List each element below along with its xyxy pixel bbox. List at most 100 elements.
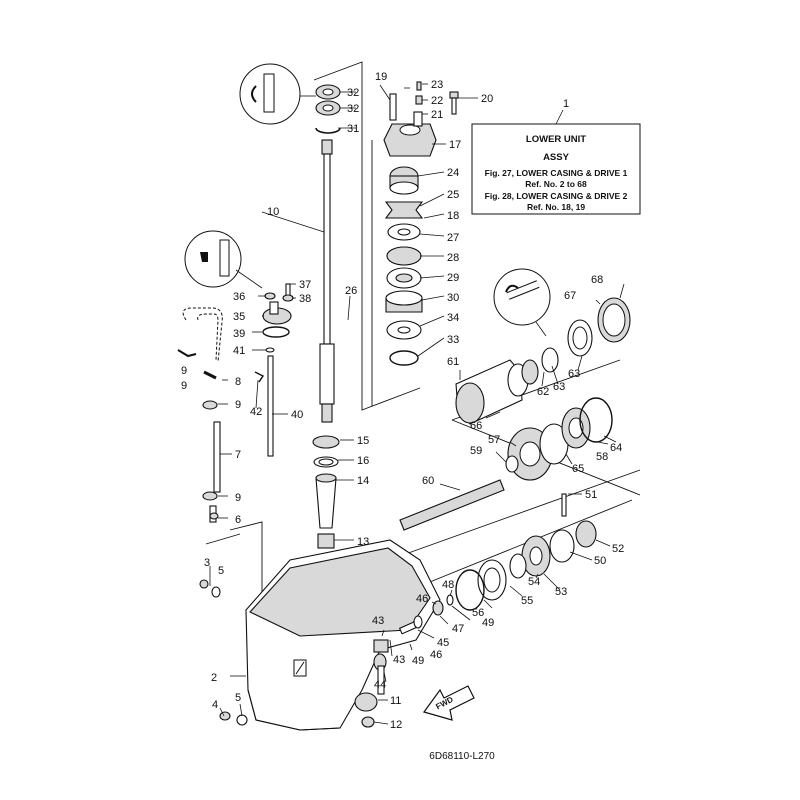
callout-4: 4 (212, 699, 218, 711)
legend-line3: Fig. 28, LOWER CASING & DRIVE 2 (485, 191, 628, 201)
callout-11: 11 (390, 695, 401, 707)
callout-6: 6 (235, 514, 241, 526)
callout-43-a: 43 (372, 615, 384, 627)
callout-52: 52 (612, 543, 624, 555)
callout-49-b: 49 (412, 655, 424, 667)
legend-box: LOWER UNIT ASSY Fig. 27, LOWER CASING & … (471, 109, 641, 215)
callout-63-b: 63 (568, 368, 580, 380)
callout-33: 33 (447, 334, 459, 346)
pinion-parts (199, 512, 454, 728)
callout-18: 18 (447, 210, 459, 222)
callout-56: 56 (472, 607, 484, 619)
callout-67: 67 (564, 290, 576, 302)
detail-circle-right (493, 268, 551, 337)
legend-line4: Ref. No. 18, 19 (527, 202, 585, 212)
callout-46-b: 46 (430, 649, 442, 661)
callout-19: 19 (375, 71, 387, 83)
propeller-shaft-group (399, 297, 631, 611)
callout-62: 62 (537, 386, 549, 398)
callout-labels: 1 2 3 4 5 5 6 7 8 9 9 9 9 10 11 12 13 14… (181, 71, 624, 731)
callout-5-upper: 5 (218, 565, 224, 577)
lower-casing (245, 539, 441, 731)
callout-35: 35 (233, 311, 245, 323)
callout-48: 48 (442, 579, 454, 591)
shaft-lower-parts (312, 435, 340, 549)
callout-36: 36 (233, 291, 245, 303)
fwd-arrow: FWD (423, 685, 475, 721)
callout-23: 23 (431, 79, 443, 91)
callout-31: 31 (347, 123, 359, 135)
callout-2: 2 (211, 672, 217, 684)
callout-53: 53 (555, 586, 567, 598)
diagram-code: 6D68110-L270 (429, 751, 495, 762)
callout-20: 20 (481, 93, 493, 105)
callout-24: 24 (447, 167, 459, 179)
callout-1: 1 (563, 98, 569, 110)
callout-54: 54 (528, 576, 540, 588)
callout-34: 34 (447, 312, 459, 324)
callout-40: 40 (291, 409, 303, 421)
callout-68: 68 (591, 274, 603, 286)
detail-circle-top (239, 63, 316, 125)
callout-28: 28 (447, 252, 459, 264)
callout-41: 41 (233, 345, 245, 357)
callout-17: 17 (449, 139, 461, 151)
callout-22: 22 (431, 95, 443, 107)
callout-8: 8 (235, 376, 241, 388)
callout-7: 7 (235, 449, 241, 461)
callout-42: 42 (250, 406, 262, 418)
callout-38: 38 (299, 293, 311, 305)
callout-30: 30 (447, 292, 459, 304)
callout-16: 16 (357, 455, 369, 467)
callout-43-b: 43 (393, 654, 405, 666)
callout-64: 64 (610, 442, 622, 454)
top-bearings (315, 84, 341, 134)
callout-26: 26 (345, 285, 357, 297)
callout-15: 15 (357, 435, 369, 447)
callout-39: 39 (233, 328, 245, 340)
callout-32-a: 32 (347, 87, 359, 99)
callout-37: 37 (299, 279, 311, 291)
callout-61: 61 (447, 356, 459, 368)
callout-12: 12 (390, 719, 402, 731)
callout-25: 25 (447, 189, 459, 201)
water-pump-stack (383, 81, 459, 366)
callout-14: 14 (357, 475, 369, 487)
callout-59: 59 (470, 445, 482, 457)
legend-title-line2: ASSY (543, 152, 570, 163)
callout-9-c: 9 (235, 399, 241, 411)
callout-57: 57 (488, 434, 500, 446)
callout-49-a: 49 (482, 617, 494, 629)
callout-47: 47 (452, 623, 464, 635)
callout-60: 60 (422, 475, 434, 487)
callout-46-a: 46 (416, 593, 428, 605)
callout-51: 51 (585, 489, 597, 501)
callout-10: 10 (267, 206, 279, 218)
callout-3: 3 (204, 557, 210, 569)
legend-line1: Fig. 27, LOWER CASING & DRIVE 1 (485, 168, 628, 178)
callout-9-a: 9 (181, 365, 187, 377)
callout-55: 55 (521, 595, 533, 607)
callout-44: 44 (374, 679, 386, 691)
callout-27: 27 (447, 232, 459, 244)
leader-lines (209, 83, 625, 725)
drive-shaft (319, 139, 335, 423)
callout-66: 66 (470, 420, 482, 432)
callout-9-d: 9 (235, 492, 241, 504)
callout-13: 13 (357, 536, 369, 548)
callout-50: 50 (594, 555, 606, 567)
callout-29: 29 (447, 272, 459, 284)
detail-circle-left (184, 230, 263, 289)
legend-title-line1: LOWER UNIT (526, 134, 586, 145)
callout-21: 21 (431, 109, 443, 121)
callout-63-a: 63 (553, 381, 565, 393)
callout-32-b: 32 (347, 103, 359, 115)
callout-5-lower: 5 (235, 692, 241, 704)
callout-9-b: 9 (181, 380, 187, 392)
callout-58: 58 (596, 451, 608, 463)
callout-65: 65 (572, 463, 584, 475)
callout-45: 45 (437, 637, 449, 649)
legend-line2: Ref. No. 2 to 68 (525, 179, 587, 189)
